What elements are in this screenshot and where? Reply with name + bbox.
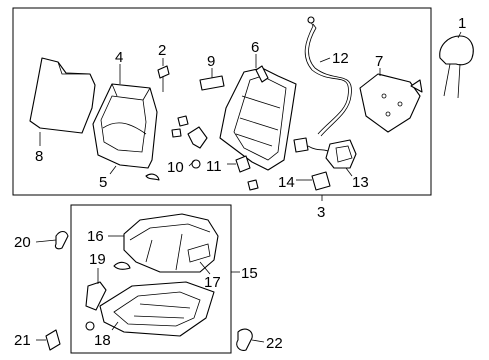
callout-20: 20 xyxy=(14,234,31,251)
part-11-bracket xyxy=(235,155,259,191)
callout-6: 6 xyxy=(251,39,259,56)
cushion-group-frame xyxy=(70,204,232,354)
callout-22: 22 xyxy=(266,335,283,352)
seatback-group-frame xyxy=(12,7,432,196)
callout-18: 18 xyxy=(94,332,111,349)
leader-10 xyxy=(188,159,196,167)
callout-16: 16 xyxy=(87,228,104,245)
part-12-cable xyxy=(304,16,352,137)
part-20-hook xyxy=(54,230,69,250)
part-7-back-panel xyxy=(359,73,423,133)
part-10-clips xyxy=(145,115,208,181)
callout-11: 11 xyxy=(206,158,222,175)
callout-2: 2 xyxy=(158,42,166,59)
callout-15: 15 xyxy=(241,265,258,282)
callout-17: 17 xyxy=(204,274,221,291)
callout-14: 14 xyxy=(278,174,295,191)
part-8-back-pad xyxy=(29,57,96,134)
callout-10: 10 xyxy=(167,159,184,176)
part-18-cushion-frame xyxy=(85,281,215,337)
part-9-tag xyxy=(199,75,225,91)
part-1-headrest xyxy=(439,35,474,99)
leader-22 xyxy=(251,339,265,343)
callout-12: 12 xyxy=(332,50,349,67)
leader-12 xyxy=(319,57,331,63)
leader-17 xyxy=(199,261,211,275)
part-21-clip xyxy=(45,329,61,351)
callout-1: 1 xyxy=(458,15,466,32)
callout-9: 9 xyxy=(207,53,215,70)
part-2-bolt xyxy=(157,65,170,92)
callout-19: 19 xyxy=(89,251,106,268)
part-16-seat-cushion xyxy=(123,213,219,273)
leader-13 xyxy=(345,167,353,177)
part-4-seatback-trim xyxy=(92,83,158,169)
callout-5: 5 xyxy=(99,174,107,191)
callout-7: 7 xyxy=(375,53,383,70)
leader-1 xyxy=(457,31,462,39)
part-14-bracket xyxy=(311,171,331,191)
callout-4: 4 xyxy=(115,49,123,66)
leader-5 xyxy=(109,165,117,175)
part-6-seatback-frame xyxy=(219,65,297,171)
part-22-clip xyxy=(236,328,253,351)
leader-18 xyxy=(111,321,119,331)
callout-3: 3 xyxy=(317,204,325,221)
leader-20 xyxy=(35,239,57,243)
callout-13: 13 xyxy=(352,174,369,191)
callout-21: 21 xyxy=(14,332,31,349)
part-13-harness xyxy=(293,137,357,169)
callout-8: 8 xyxy=(35,148,43,165)
